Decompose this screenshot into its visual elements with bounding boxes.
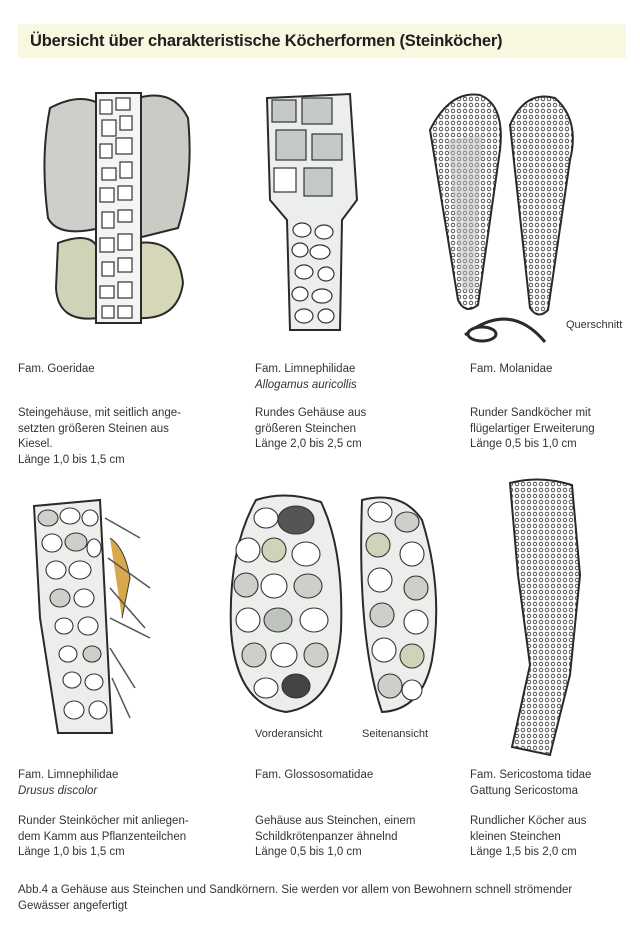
front-view-label: Vorderansicht <box>255 728 323 740</box>
entry-2-species: Allogamus auricollis <box>255 378 357 391</box>
entry-2-family: Fam. Limnephilidae <box>255 363 356 375</box>
figure-caption: Abb.4 a Gehäuse aus Steinchen und Sandkö… <box>18 884 573 912</box>
cross-section-label: Querschnitt <box>566 319 623 331</box>
entry-4-family: Fam. Limnephilidae <box>18 769 119 781</box>
entry-2-heading: Fam. Limnephilidae Allogamus auricollis <box>255 362 357 393</box>
molanidae-illustration <box>428 93 574 343</box>
glossosomatidae-front-illustration <box>229 494 343 714</box>
goeridae-illustration <box>43 92 191 324</box>
title-bar: Übersicht über charakteristische Köcherf… <box>18 24 626 58</box>
entry-4-description: Runder Steinköcher mit anliegen-dem Kamm… <box>18 815 189 858</box>
entry-6-genus: Gattung Sericostoma <box>470 784 579 797</box>
entry-6-heading: Fam. Sericostoma tidae Gattung Sericosto… <box>470 768 591 799</box>
entry-6-family: Fam. Sericostoma tidae <box>470 769 592 781</box>
side-view-label: Seitenansicht <box>362 728 429 740</box>
entry-5-family: Fam. Glossosomatidae <box>255 769 374 781</box>
entry-1-description: Steingehäuse, mit seitlich ange-setzten … <box>18 407 182 466</box>
page-title: Übersicht über charakteristische Köcherf… <box>30 32 503 50</box>
entry-1-family: Fam. Goeridae <box>18 363 95 375</box>
entry-3-family: Fam. Molanidae <box>470 363 553 375</box>
drusus-illustration <box>32 498 151 734</box>
allogamus-illustration <box>265 92 359 331</box>
entry-4-heading: Fam. Limnephilidae Drusus discolor <box>18 768 118 799</box>
sericostoma-illustration <box>508 478 582 757</box>
entry-4-species: Drusus discolor <box>18 784 98 797</box>
glossosomatidae-side-illustration <box>360 496 438 714</box>
